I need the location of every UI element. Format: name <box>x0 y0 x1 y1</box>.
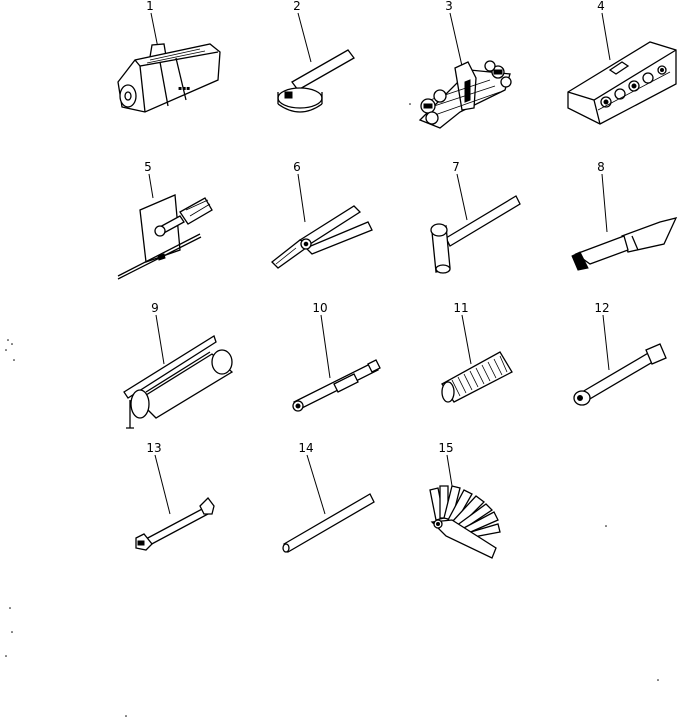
part-label-14: 14 <box>298 441 313 455</box>
part-6-pliers: 6 <box>271 160 373 269</box>
part-9-grease-gun: 9 <box>123 301 234 429</box>
part-label-12: 12 <box>594 301 609 315</box>
socket-shaft <box>581 351 657 401</box>
leader-line-2 <box>297 12 312 63</box>
part-label-8: 8 <box>597 160 605 174</box>
part-14-rod: 14 <box>282 441 375 553</box>
grease-barrel <box>136 353 234 419</box>
part-label-7: 7 <box>452 160 460 174</box>
part-4-socket-case: 4 <box>567 0 677 125</box>
spanner-shaft <box>143 507 209 547</box>
chisel-shank <box>574 235 629 265</box>
part-15-feeler-gauge: 15 <box>429 441 501 559</box>
leader-line-1 <box>150 12 159 49</box>
part-label-3: 3 <box>445 0 453 13</box>
part-label-1: 1 <box>146 0 154 13</box>
screwdriver-handle <box>179 197 213 225</box>
leader-line-7 <box>456 173 468 221</box>
wrench-set-group <box>418 60 512 129</box>
part-5-screwdriver: 5 <box>117 160 213 280</box>
part-10-extension: 10 <box>292 301 381 412</box>
part-label-15: 15 <box>438 441 453 455</box>
part-13-spanner: 13 <box>135 441 215 551</box>
feeler-holder <box>430 519 497 559</box>
part-8-chisel: 8 <box>571 160 678 271</box>
scan-specks <box>5 103 659 717</box>
leader-line-8 <box>601 173 608 233</box>
part-1-tool-bag: 1 ▪▪▪ <box>117 0 221 113</box>
part-label-6: 6 <box>293 160 301 174</box>
leader-line-5 <box>148 173 154 199</box>
part-label-2: 2 <box>293 0 301 13</box>
part-label-4: 4 <box>597 0 605 13</box>
part-label-11: 11 <box>453 301 468 315</box>
leader-line-3 <box>449 12 463 67</box>
feeler-blades <box>429 485 501 539</box>
wrench-handle <box>291 49 355 91</box>
leader-line-14 <box>306 454 326 515</box>
part-label-13: 13 <box>146 441 161 455</box>
part-label-10: 10 <box>312 301 327 315</box>
part-3-wrench-set: 3 <box>418 0 512 129</box>
hammer-handle <box>445 195 521 247</box>
part-label-5: 5 <box>144 160 152 174</box>
chisel-handle <box>621 217 678 253</box>
leader-line-9 <box>155 314 165 365</box>
pliers-handle-lower <box>304 221 373 255</box>
leader-line-4 <box>601 12 611 61</box>
case-handle <box>608 61 630 75</box>
leader-line-11 <box>461 314 472 365</box>
leader-line-12 <box>602 314 610 371</box>
leader-line-10 <box>320 314 331 379</box>
grease-lever <box>123 335 217 399</box>
part-7-hammer: 7 <box>430 160 521 274</box>
rod-body <box>283 493 375 553</box>
part-12-socket-wrench: 12 <box>573 301 667 406</box>
leader-line-6 <box>297 173 306 223</box>
bag-logo: ▪▪▪ <box>178 85 190 92</box>
leader-line-13 <box>154 454 171 515</box>
part-label-9: 9 <box>151 301 159 315</box>
part-11-coil-spring: 11 <box>441 301 513 403</box>
part-2-filter-wrench: 2 <box>277 0 355 113</box>
